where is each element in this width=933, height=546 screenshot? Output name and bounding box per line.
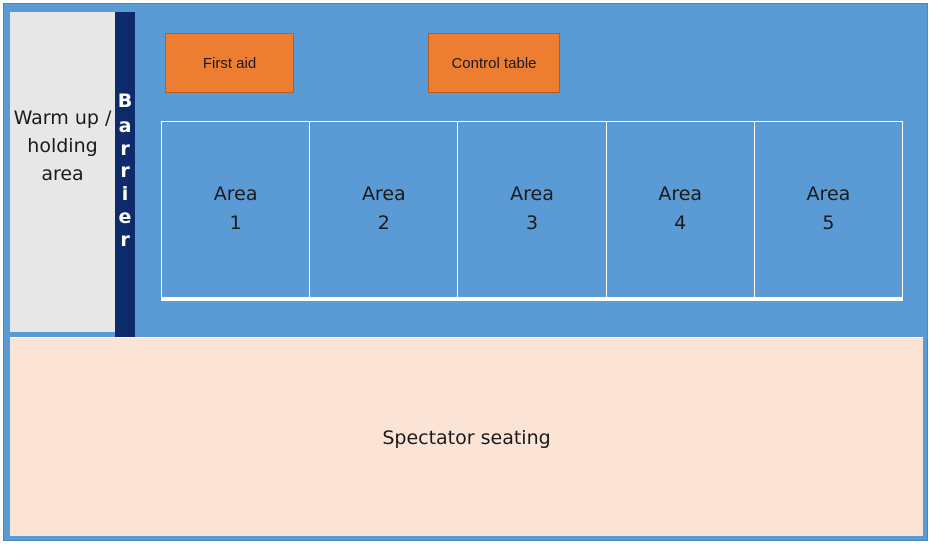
- area-word: Area: [361, 183, 406, 205]
- spectator-seating: Spectator seating: [10, 337, 923, 536]
- barrier-letter: a: [118, 115, 132, 137]
- barrier-letter: r: [120, 229, 130, 251]
- area-3: Area 3: [458, 122, 607, 297]
- warmup-holding-area: Warm up / holding area: [10, 12, 115, 332]
- area-number: 4: [674, 212, 687, 234]
- area-number: 1: [229, 212, 242, 234]
- first-aid-box: First aid: [165, 33, 294, 93]
- spectator-label: Spectator seating: [382, 427, 551, 449]
- area-1: Area 1: [162, 122, 311, 297]
- area-label: Area 5: [755, 180, 902, 238]
- area-label: Area 3: [458, 180, 605, 238]
- area-2: Area 2: [310, 122, 459, 297]
- warmup-label: Warm up / holding area: [13, 107, 112, 185]
- area-number: 2: [377, 212, 390, 234]
- barrier-letter: e: [118, 206, 132, 228]
- barrier-letter: r: [120, 160, 130, 182]
- control-table-box: Control table: [428, 33, 560, 93]
- barrier: B a r r i e r: [115, 12, 135, 337]
- area-word: Area: [806, 183, 851, 205]
- area-label: Area 2: [310, 180, 457, 238]
- area-label: Area 4: [607, 180, 754, 238]
- barrier-letter: r: [120, 138, 130, 160]
- area-word: Area: [510, 183, 554, 205]
- barrier-letter: B: [117, 90, 133, 112]
- area-number: 5: [822, 212, 835, 234]
- area-4: Area 4: [607, 122, 755, 297]
- competition-areas: Area 1 Area 2 Area 3 Area 4 Area 5: [161, 121, 903, 301]
- area-5: Area 5: [755, 122, 902, 297]
- area-word: Area: [658, 183, 703, 205]
- area-label: Area 1: [162, 180, 309, 238]
- area-word: Area: [213, 183, 258, 205]
- barrier-letter: i: [121, 183, 129, 205]
- area-number: 3: [525, 212, 539, 234]
